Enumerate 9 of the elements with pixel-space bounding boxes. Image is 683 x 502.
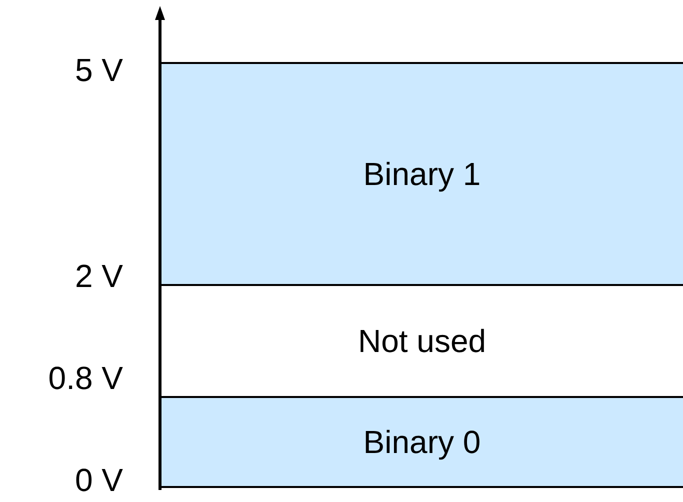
band-label: Binary 1 — [363, 156, 481, 192]
voltage-level-label: 2 V — [74, 258, 123, 294]
band-label: Binary 0 — [363, 424, 481, 460]
voltage-level-label: 0 V — [74, 462, 123, 498]
voltage-level-label: 5 V — [74, 52, 123, 88]
voltage-band — [161, 62, 683, 284]
voltage-band — [161, 396, 683, 488]
band-label: Not used — [358, 322, 486, 360]
voltage-level-label: 0.8 V — [48, 360, 123, 396]
